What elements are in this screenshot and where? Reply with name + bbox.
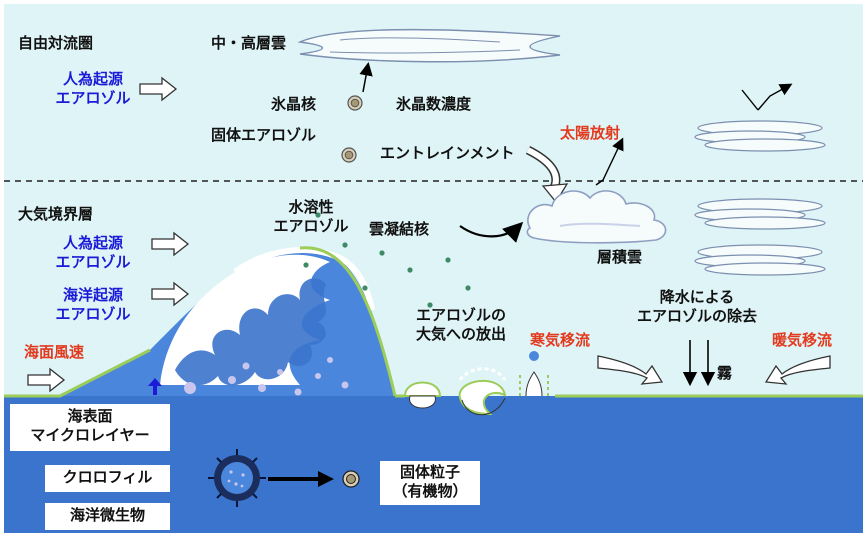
ice-growth-arrow: [359, 62, 373, 93]
label-cold-advection: 寒気移流: [530, 331, 591, 349]
label-solid-aerosol: 固体エアロゾル: [211, 126, 317, 144]
solar-reflect-arrow-right: [757, 83, 793, 111]
wave-curl: [175, 278, 326, 386]
text-line: エアロゾル: [273, 217, 349, 235]
surface-line-wave: [299, 246, 397, 397]
particle-icon: [341, 95, 363, 163]
text-line: 水溶性: [288, 198, 334, 216]
text-line: マイクロレイヤー: [30, 426, 150, 444]
label-mid-high-cloud: 中・高層雲: [211, 34, 287, 52]
upward-arrow-icon: [148, 378, 162, 395]
text-line: 降水による: [659, 288, 735, 306]
label-precipitation-removal: 降水による エアロゾルの除去: [622, 288, 772, 326]
label-ccn: 雲凝結核: [369, 220, 430, 238]
sky-background: [4, 4, 863, 396]
label-entrainment: エントレインメント: [380, 144, 515, 162]
particle-icon: [342, 470, 360, 488]
cloud-icon: [526, 190, 667, 244]
box-chlorophyll: クロロフィル: [45, 465, 170, 492]
text-line: エアロゾル: [55, 89, 131, 107]
solar-reflect-arrow: [595, 137, 624, 186]
label-anthropogenic-aerosol-lower: 人為起源 エアロゾル: [48, 234, 138, 272]
label-fog: 霧: [717, 364, 733, 382]
text-line: 海洋起源: [62, 286, 123, 304]
label-aerosol-release: エアロゾルの 大気への放出: [406, 306, 516, 344]
bubble-icon: [184, 357, 349, 396]
arrow-outline-icon: [764, 355, 831, 385]
box-sea-surface-microlayer: 海表面 マイクロレイヤー: [10, 404, 170, 451]
label-stratocumulus: 層積雲: [597, 248, 643, 266]
cloud-icon: [297, 28, 561, 63]
text-line: エアロゾルの: [415, 306, 506, 324]
text-line: エアロゾル: [55, 305, 131, 323]
text-line: 海表面: [67, 407, 113, 425]
label-ice-crystal-concentration: 氷晶数濃度: [396, 95, 472, 113]
box-solid-particle: 固体粒子 （有機物）: [380, 461, 480, 505]
label-boundary-layer: 大気境界層: [18, 205, 94, 223]
ccn-arrow: [459, 221, 524, 243]
label-marine-aerosol: 海洋起源 エアロゾル: [48, 286, 138, 324]
text-line: 人為起源: [62, 234, 123, 252]
label-water-soluble-aerosol: 水溶性 エアロゾル: [266, 198, 356, 236]
arrow-outline-icon: [597, 355, 664, 385]
surface-line-left: [4, 348, 151, 398]
text-line: 人為起源: [62, 70, 123, 88]
label-warm-advection: 暖気移流: [772, 331, 833, 349]
label-ice-nuclei: 氷晶核: [271, 95, 317, 113]
text-line: エアロゾル: [55, 253, 131, 271]
diatom-icon: [208, 449, 266, 507]
text-line: 固体粒子: [399, 463, 460, 481]
box-marine-microbes: 海洋微生物: [45, 503, 170, 530]
bubble-icon: [403, 351, 549, 416]
text-line: 大気への放出: [415, 325, 506, 343]
particle-icon: [303, 212, 471, 308]
label-free-troposphere: 自由対流圏: [18, 34, 94, 52]
label-sea-surface-wind: 海面風速: [24, 343, 85, 361]
text-line: エアロゾルの除去: [636, 307, 757, 325]
text-line: （有機物）: [392, 482, 468, 500]
label-anthropogenic-aerosol-upper: 人為起源 エアロゾル: [48, 70, 138, 108]
label-solar-radiation: 太陽放射: [560, 124, 621, 142]
